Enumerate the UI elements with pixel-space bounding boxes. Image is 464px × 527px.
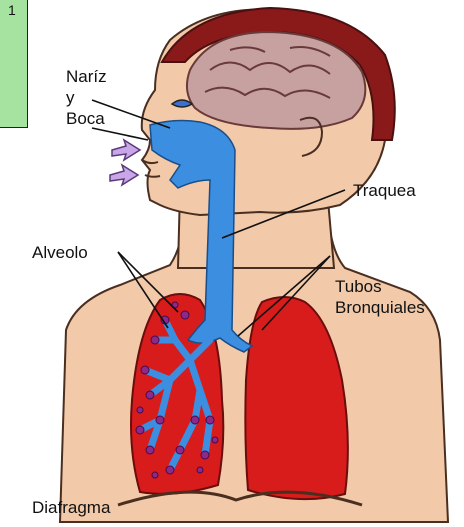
label-diaphragm: Diafragma [32,497,110,518]
inhale-arrows [110,140,140,185]
label-nose-mouth: Naríz y Boca [66,66,107,129]
corner-note-box: 1 [0,0,28,128]
label-bronchial-tubes: Tubos Bronquiales [335,276,425,318]
label-alveolus: Alveolo [32,242,88,263]
label-trachea: Traquea [353,180,416,201]
corner-text: 1 [8,0,16,21]
